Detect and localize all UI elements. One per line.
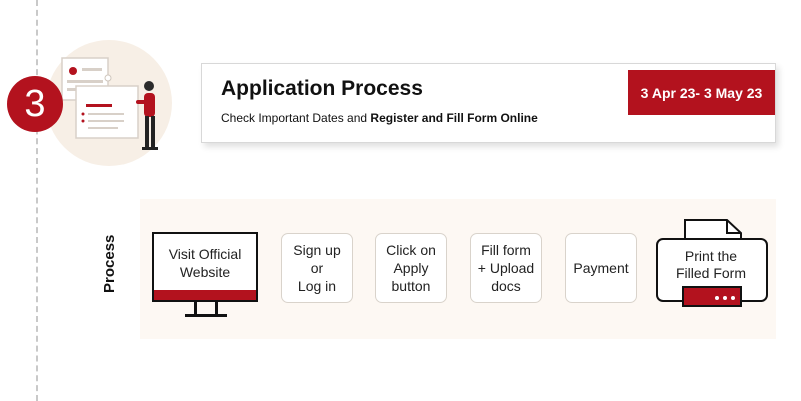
subtitle-bold-text: Register and Fill Form Online [370,111,538,125]
step-print-form-label: Print the Filled Form [675,248,746,281]
printer-icon [656,219,768,307]
timeline-dashed-line [36,0,38,401]
page-title: Application Process [221,77,423,100]
form-illustration-icon [61,57,158,150]
step-fill-form-box: Fill form + Upload docs [470,233,542,303]
step-payment-box: Payment [565,233,637,303]
step-click-apply-box: Click on Apply button [375,233,447,303]
header-card: Application Process Check Important Date… [201,63,776,143]
monitor-icon [152,232,258,317]
subtitle-text: Check Important Dates and [221,111,371,125]
step-number-badge: 3 [7,76,63,132]
step-sign-up-box: Sign up or Log in [281,233,353,303]
date-range-badge: 3 Apr 23- 3 May 23 [628,70,775,115]
header-subtitle: Check Important Dates and Register and F… [221,111,538,125]
step-visit-website-label: Visit Official Website [168,246,242,280]
process-label: Process [101,234,118,293]
